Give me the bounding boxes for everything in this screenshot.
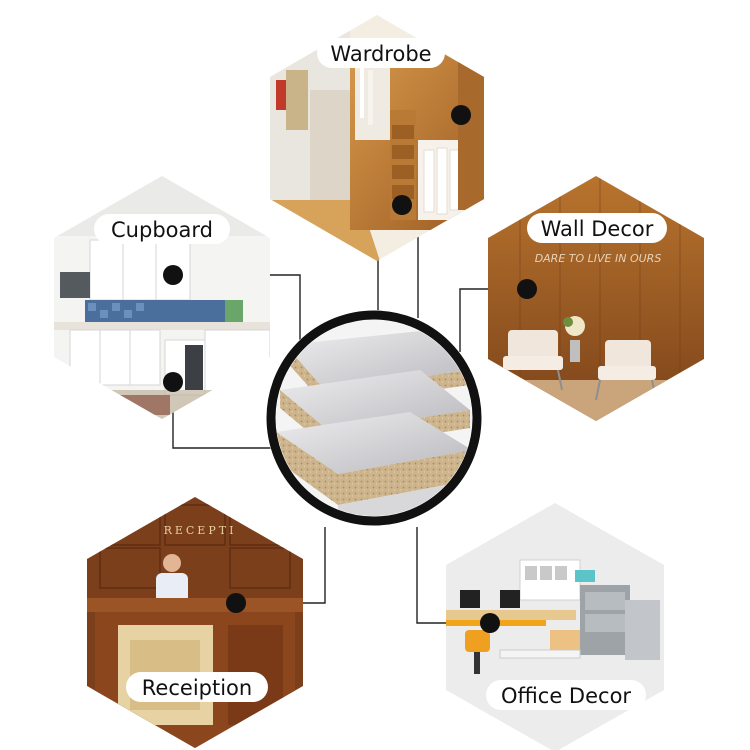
dot-wardrobe-1 [451, 105, 471, 125]
label-bg-cupboard [94, 214, 230, 244]
label-bg-wall-decor [527, 213, 667, 243]
dot-office-decor [480, 613, 500, 633]
label-bg-receiption [126, 672, 268, 702]
hex-receiption[interactable]: RECEPTI Receiption [87, 497, 303, 748]
wall-sign-text: DARE TO LIVE IN OURS [535, 252, 662, 265]
label-receiption: Receiption [142, 676, 252, 700]
label-wall-decor: Wall Decor [541, 217, 654, 241]
dot-receiption [226, 593, 246, 613]
board-layer-3 [276, 412, 472, 505]
dot-wardrobe-2 [392, 195, 412, 215]
hex-cupboard[interactable]: Cupboard [54, 176, 270, 420]
label-bg-office-decor [486, 680, 646, 710]
dot-cupboard-1 [163, 265, 183, 285]
center-ring [266, 310, 482, 526]
label-office-decor: Office Decor [501, 684, 631, 708]
hex-office-decor[interactable]: Office Decor [446, 503, 664, 750]
label-cupboard: Cupboard [111, 218, 213, 242]
label-wardrobe: Wardrobe [330, 42, 431, 66]
hex-wall-decor[interactable]: DARE TO LIVE IN OURS Wall Decor [488, 176, 704, 421]
hex-wardrobe[interactable]: Wardrobe [270, 15, 490, 261]
dot-wall-decor [517, 279, 537, 299]
reception-sign-text: RECEPTI [164, 524, 237, 537]
label-bg-wardrobe [317, 38, 445, 68]
particle-board-center [266, 310, 482, 526]
dot-cupboard-2 [163, 372, 183, 392]
